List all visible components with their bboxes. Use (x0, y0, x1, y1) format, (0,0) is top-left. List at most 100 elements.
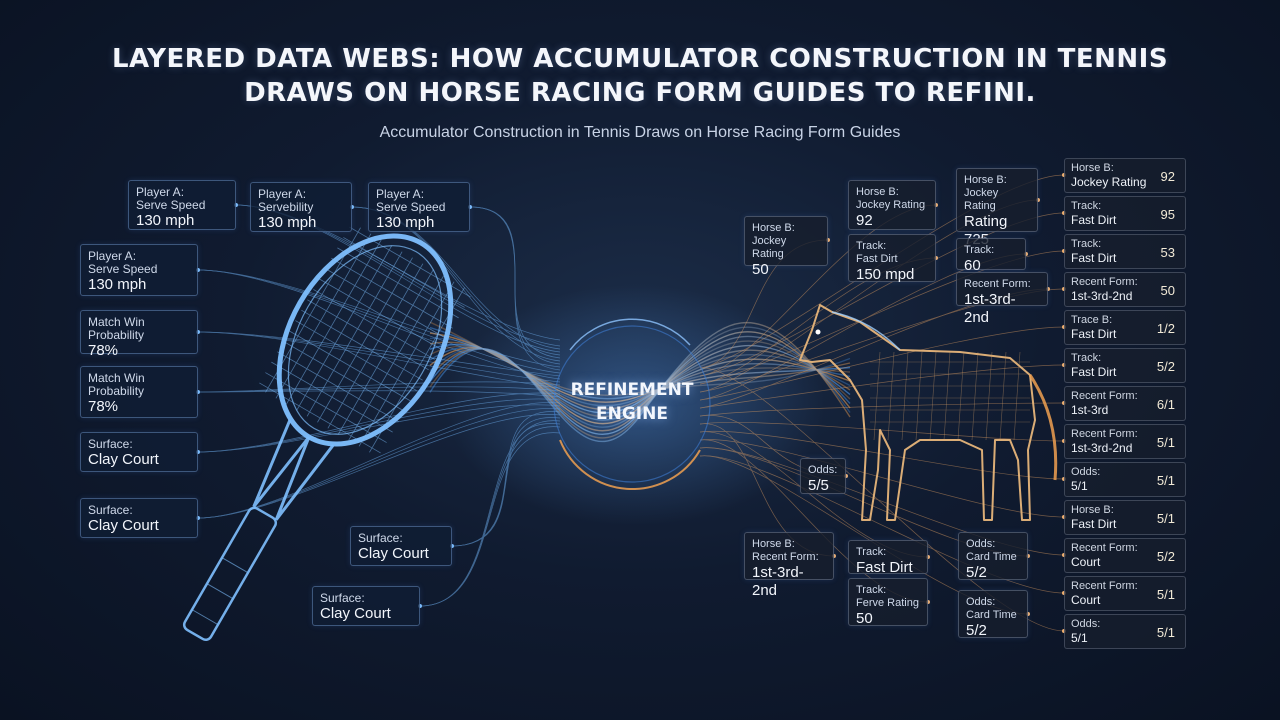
card-label-2: Ferve Rating (856, 597, 919, 609)
form-row-value: Fast Dirt (1071, 213, 1117, 227)
form-row-value: Jockey Rating (1071, 175, 1147, 189)
tennis-card: Match Win Probability 78% (80, 366, 198, 418)
tennis-card: Surface: Clay Court (80, 432, 198, 472)
form-row-label: Trace B: (1071, 314, 1113, 326)
form-row-odds: 95 (1160, 207, 1175, 222)
form-row-odds: 5/2 (1156, 549, 1175, 564)
card-value: 92 (856, 212, 873, 229)
card-label: Track: (856, 584, 887, 596)
form-row-label: Recent Form: (1071, 276, 1138, 288)
card-value: Clay Court (358, 545, 429, 562)
card-value: 150 mpd (856, 266, 915, 283)
form-row-value: Fast Dirt (1071, 327, 1117, 341)
form-row-odds: 5/1 (1156, 473, 1175, 488)
horse-card: Horse B: Jockey Rating Rating 725 (956, 168, 1038, 248)
horse-card: Track: Fast Dirt (848, 540, 928, 576)
tennis-racket-icon (182, 226, 471, 642)
card-label-2: Serve Speed (136, 198, 206, 212)
horse-card: Odds: Card Time 5/2 (958, 590, 1028, 639)
card-label: Match Win Probability (88, 315, 145, 342)
card-value: 50 (752, 261, 769, 278)
card-value: 78% (88, 398, 119, 415)
form-row-odds: 5/1 (1156, 511, 1175, 526)
card-label: Surface: (88, 503, 133, 517)
form-row-label: Recent Form: (1071, 580, 1138, 592)
card-label: Player A: (258, 187, 307, 201)
page-title: LAYERED DATA WEBS: HOW ACCUMULATOR CONST… (40, 42, 1240, 110)
card-label-2: Serve Speed (376, 200, 446, 214)
card-label-2: Probability (88, 384, 145, 398)
horse-card: Track: 60 (956, 238, 1026, 274)
horse-card: Odds: 5/5 (800, 458, 846, 494)
card-value: 1st-3rd-2nd (964, 291, 1016, 326)
form-row-odds: 1/2 (1156, 321, 1175, 336)
card-label-2: Card Time (966, 551, 1017, 563)
card-value: 130 mph (258, 214, 317, 231)
page-subtitle: Accumulator Construction in Tennis Draws… (379, 124, 901, 141)
card-label-2: Servebility (258, 200, 314, 214)
form-row-label: Recent Form: (1071, 428, 1138, 440)
card-label: Track: (856, 546, 887, 558)
card-label: Match Win (88, 371, 145, 385)
card-label-2: Fast Dirt (856, 253, 898, 265)
card-label-2: Jockey Rating (752, 235, 787, 260)
card-value: 5/2 (966, 564, 987, 581)
form-row-odds: 6/1 (1156, 397, 1175, 412)
form-row-value: Fast Dirt (1071, 251, 1117, 265)
engine-line-2: ENGINE (596, 404, 668, 424)
card-value: 5/5 (808, 477, 829, 494)
card-value: 130 mph (376, 214, 435, 231)
form-row-odds: 5/1 (1156, 587, 1175, 602)
horse-card: Horse B: Jockey Rating 92 (848, 180, 936, 230)
card-label: Recent Form: (964, 278, 1031, 290)
card-value: 50 (856, 610, 873, 627)
card-value: Fast Dirt (856, 559, 913, 576)
card-label-2: Jockey Rating (856, 199, 926, 211)
card-label: Horse B: (856, 186, 899, 198)
form-row-value: 1st-3rd (1071, 403, 1109, 417)
form-row-label: Track: (1071, 352, 1102, 364)
form-row-odds: 5/1 (1156, 625, 1175, 640)
refinement-engine: REFINEMENT ENGINE (552, 352, 712, 452)
card-value: 78% (88, 342, 119, 359)
form-row-value: 5/1 (1071, 631, 1088, 645)
card-value: 130 mph (88, 276, 147, 293)
form-row-label: Track: (1071, 200, 1102, 212)
horse-card: Track: Fast Dirt 150 mpd (848, 234, 936, 283)
card-value: Clay Court (88, 517, 159, 534)
form-row-odds: 5/1 (1156, 435, 1175, 450)
card-label-2: Card Time (966, 609, 1017, 621)
card-label: Player A: (376, 187, 425, 201)
card-label: Odds: (808, 464, 838, 476)
form-row-value: Fast Dirt (1071, 365, 1117, 379)
card-label: Surface: (88, 437, 133, 451)
card-label: Player A: (136, 185, 185, 199)
tennis-card: Player A: Servebility 130 mph (250, 182, 352, 232)
form-row-label: Track: (1071, 238, 1102, 250)
tennis-card: Player A: Serve Speed 130 mph (368, 182, 470, 232)
card-label: Surface: (320, 591, 365, 605)
card-label: Horse B: (752, 538, 795, 550)
form-row-odds: 50 (1160, 283, 1175, 298)
card-label: Track: (856, 240, 887, 252)
horse-card: Track: Ferve Rating 50 (848, 578, 928, 627)
horse-card: Odds: Card Time 5/2 (958, 532, 1028, 581)
form-row: Track:Fast Dirt 95 (1064, 196, 1186, 231)
tennis-card: Match Win Probability 78% (80, 310, 198, 359)
engine-line-1: REFINEMENT (570, 380, 694, 400)
card-label-2: Jockey Rating (964, 187, 999, 212)
card-value: Clay Court (88, 451, 159, 468)
form-row-label: Horse B: (1071, 504, 1114, 516)
horse-card: Horse B: Recent Form: 1st-3rd-2nd (744, 532, 834, 599)
